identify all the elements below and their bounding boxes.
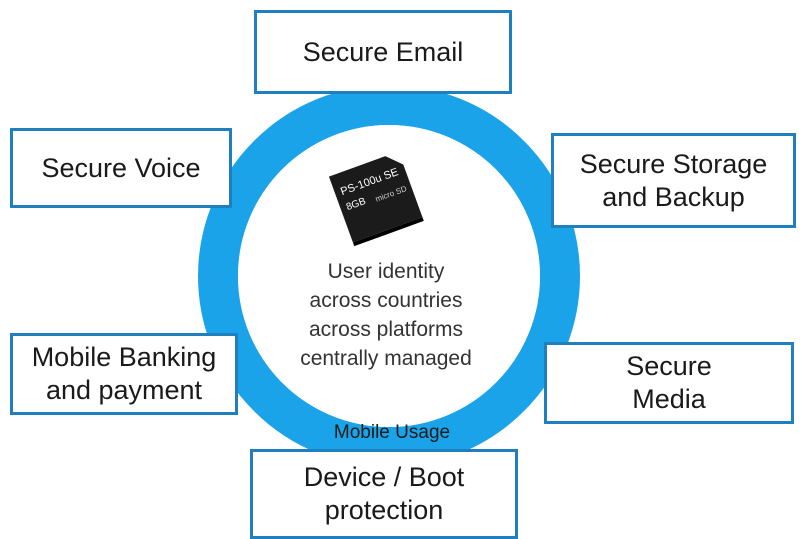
box-secure-storage: Secure Storage and Backup <box>551 133 796 228</box>
microsd-card-icon: PS-100u SE 8GB micro SD <box>328 156 424 247</box>
ring-label: Mobile Usage <box>333 422 451 443</box>
center-description: User identity across countries across pl… <box>300 260 472 370</box>
box-mobile-banking: Mobile Banking and payment <box>10 333 238 415</box>
box-secure-voice: Secure Voice <box>10 128 232 208</box>
box-secure-media: Secure Media <box>544 342 794 424</box>
box-secure-email: Secure Email <box>254 10 512 94</box>
box-device-boot-protection: Device / Boot protection <box>250 449 518 539</box>
